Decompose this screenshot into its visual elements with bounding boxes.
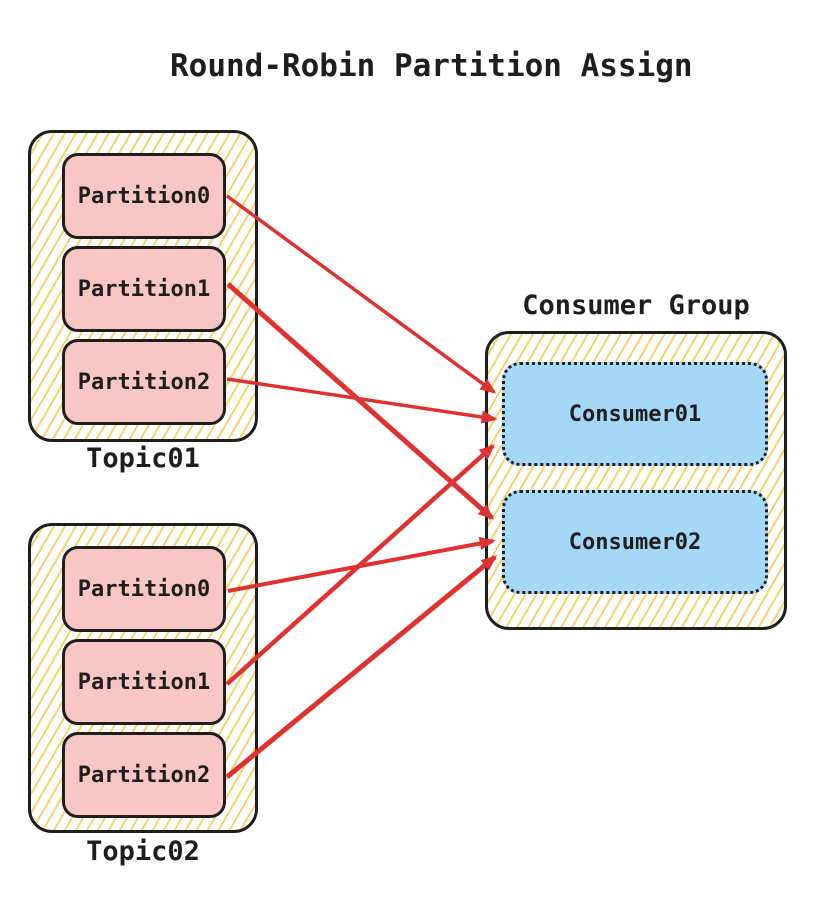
topic02-label: Topic02 [86,836,200,867]
topic01-partition2-node: Partition2 [62,339,226,425]
consumer-group-container: Consumer01 Consumer02 [485,331,787,630]
topic02-container: Partition0 Partition1 Partition2 [28,523,258,833]
diagram-title: Round-Robin Partition Assign [170,48,693,84]
topic02-partition2-node: Partition2 [62,732,226,818]
topic01-partition1-node: Partition1 [62,246,226,332]
topic02-partition1-node: Partition1 [62,639,226,725]
consumer-group-label: Consumer Group [522,290,750,321]
arrow-topic02-partition1-to-consumer01 [225,444,495,686]
arrow-topic02-partition2-to-consumer02 [225,555,498,779]
consumer01-node: Consumer01 [502,362,768,466]
arrow-topic01-partition1-to-consumer02 [226,282,494,520]
arrow-topic01-partition0-to-consumer01 [225,194,497,394]
topic01-partition0-node: Partition0 [62,153,226,239]
topic01-label: Topic01 [86,443,200,474]
consumer02-node: Consumer02 [502,490,768,594]
arrow-topic01-partition2-to-consumer01 [226,377,498,424]
topic01-container: Partition0 Partition1 Partition2 [28,130,258,442]
topic02-partition0-node: Partition0 [62,546,226,632]
arrow-topic02-partition0-to-consumer02 [227,536,496,593]
